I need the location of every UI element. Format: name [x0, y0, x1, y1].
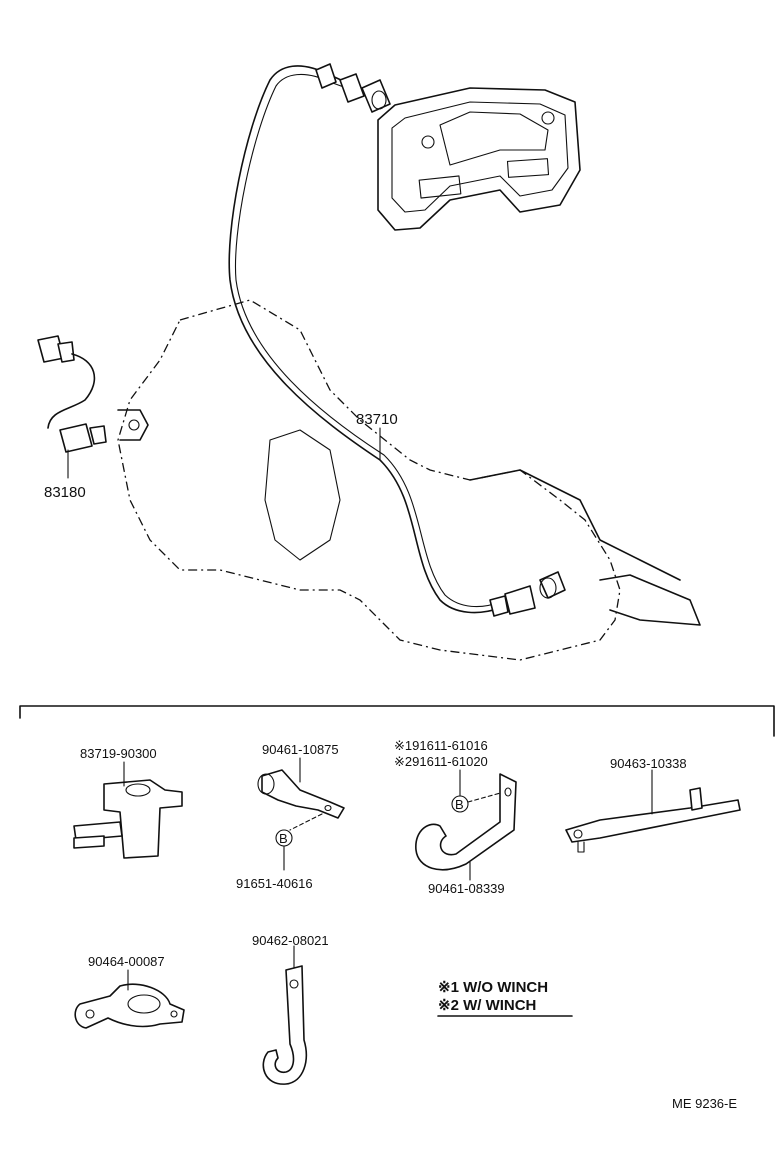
clamp-a-part: [257, 757, 345, 831]
diagram-code: ME 9236-E: [672, 1096, 737, 1111]
output-shaft: [599, 574, 701, 626]
label-83710: 83710: [356, 411, 398, 428]
label-90461-08339: 90461-08339: [428, 881, 505, 896]
speedometer-cluster: [377, 87, 581, 231]
mount-hole: [128, 419, 140, 431]
cable-top-connector: [315, 63, 391, 113]
marker-b-2: [451, 795, 469, 813]
legend-line-1: ※1 W/O WINCH: [438, 979, 548, 996]
label-90464-00087: 90464-00087: [88, 954, 165, 969]
clamp-b-part: [415, 773, 517, 881]
label-90462-08021: 90462-08021: [252, 933, 329, 948]
transmission-body: [264, 429, 341, 561]
transmission-front-mount: [117, 409, 149, 441]
long-bracket-part: [565, 769, 741, 853]
cable-bottom-connector: [489, 571, 566, 617]
label-note-2: ※291611-61020: [394, 754, 488, 769]
marker-b-2-text: B: [455, 797, 464, 812]
speedometer-cable-inner: [234, 74, 501, 608]
label-90461-10875: 90461-10875: [262, 742, 339, 757]
label-note-1: ※191611-61016: [394, 738, 488, 753]
marker-b-1-text: B: [279, 831, 288, 846]
grommet-part: [73, 761, 183, 859]
label-83180: 83180: [44, 484, 86, 501]
switch-harness: [37, 335, 107, 453]
section-divider: [19, 705, 775, 737]
transmission-outline: [117, 299, 621, 661]
label-83719-90300: 83719-90300: [80, 746, 157, 761]
label-91651-40616: 91651-40616: [236, 876, 313, 891]
label-90463-10338: 90463-10338: [610, 756, 687, 771]
speedometer-cable: [228, 65, 501, 614]
strip-clamp-part: [262, 945, 308, 1085]
transmission-rear: [469, 469, 681, 581]
round-clamp-part: [74, 969, 185, 1029]
leader-bolt-b: [467, 791, 505, 803]
legend-line-2: ※2 W/ WINCH: [438, 997, 536, 1014]
